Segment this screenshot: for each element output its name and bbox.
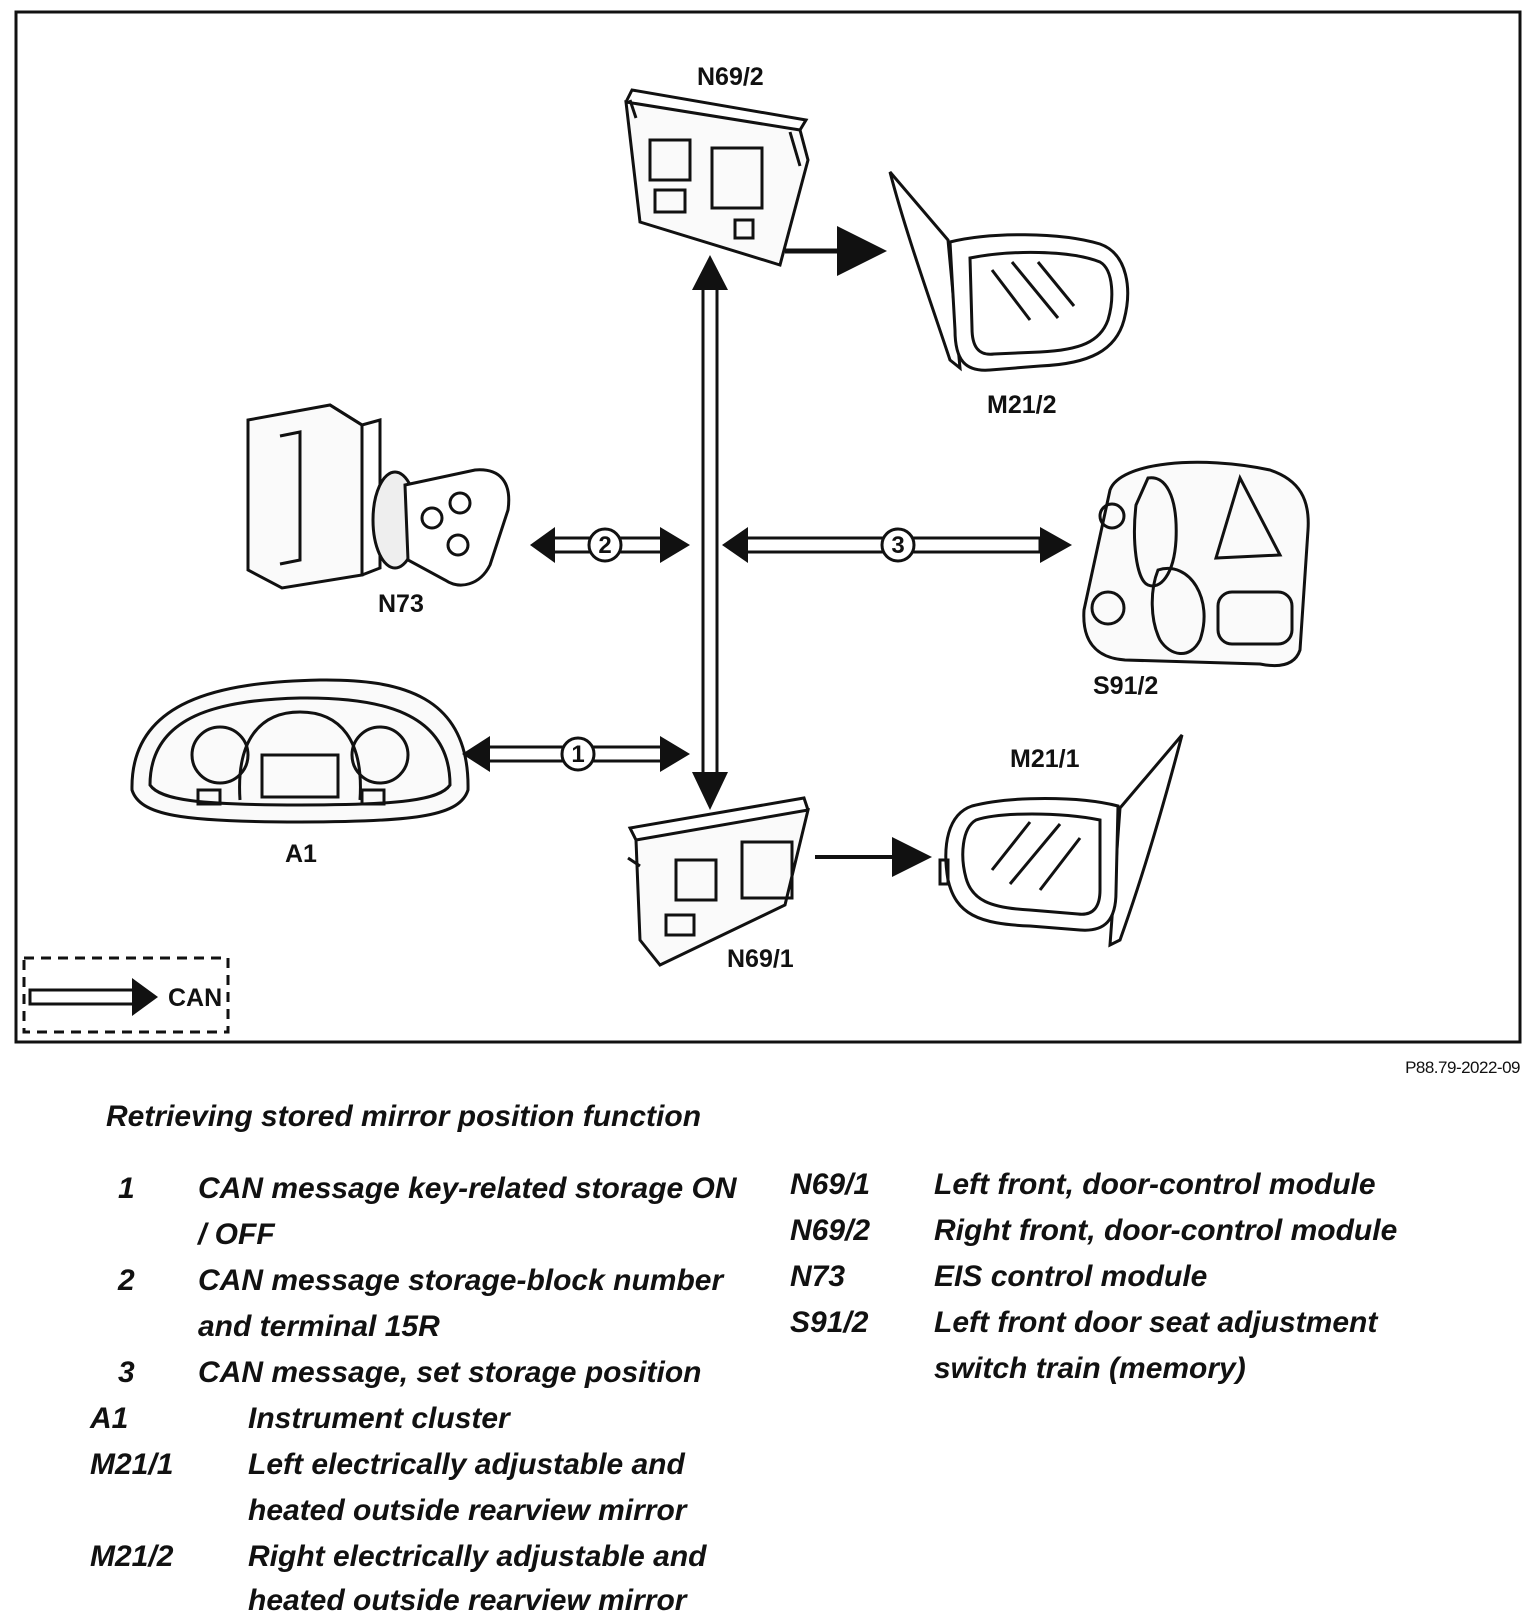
legend-text: CAN message key-related storage ON: [198, 1172, 737, 1205]
legend-text: switch train (memory): [934, 1352, 1246, 1385]
legend-text: Left electrically adjustable and: [248, 1448, 685, 1481]
legend-key: 1: [118, 1172, 135, 1205]
n69-2-label: N69/2: [697, 63, 764, 91]
legend-text: and terminal 15R: [198, 1310, 440, 1343]
n69-1-module-icon: [627, 796, 810, 967]
connection-1-number: 1: [571, 741, 584, 768]
n73-ignition-icon: [246, 403, 511, 590]
legend-text: heated outside rearview mirror: [248, 1494, 687, 1527]
m21-1-label: M21/1: [1010, 745, 1080, 773]
can-bus-vertical-arrow: [692, 255, 728, 810]
legend-key: 3: [118, 1356, 135, 1389]
legend-text: Right electrically adjustable and: [248, 1540, 707, 1573]
can-legend-box: CAN: [22, 956, 230, 1034]
legend-text: CAN message, set storage position: [198, 1356, 702, 1389]
can-arrow-icon: [132, 978, 158, 1016]
legend-key: S91/2: [790, 1306, 869, 1339]
n69-1-label: N69/1: [727, 945, 794, 973]
a1-label: A1: [285, 840, 317, 868]
legend-text: heated outside rearview mirror: [248, 1584, 687, 1617]
m21-1-mirror-icon: [938, 734, 1184, 948]
can-arrow-1: 1: [462, 736, 690, 772]
legend-text: EIS control module: [934, 1260, 1208, 1293]
n69-2-module-icon: [624, 88, 810, 267]
legend-text: / OFF: [198, 1218, 275, 1251]
figure-caption: Retrieving stored mirror position functi…: [106, 1100, 702, 1133]
n73-label: N73: [378, 590, 424, 618]
connection-3-number: 3: [891, 532, 904, 559]
legend-key: M21/1: [90, 1448, 174, 1481]
legend-text: CAN message storage-block number: [198, 1264, 724, 1297]
legend-key: N69/2: [790, 1214, 871, 1247]
can-legend-label: CAN: [168, 984, 222, 1012]
can-arrow-3: 3: [722, 527, 1072, 563]
legend-key: M21/2: [90, 1540, 174, 1573]
legend-text: Instrument cluster: [248, 1402, 510, 1435]
legend-key: 2: [118, 1264, 135, 1297]
s91-2-switch-icon: [1082, 460, 1310, 668]
m21-2-label: M21/2: [987, 391, 1056, 419]
connection-2-number: 2: [598, 532, 611, 559]
legend-text: Right front, door-control module: [934, 1214, 1398, 1247]
legend-key: N73: [790, 1260, 846, 1293]
can-arrow-2: 2: [530, 527, 690, 563]
diagram-frame: [14, 10, 1522, 1044]
system-diagram: N69/2 M21/2 N73 2: [14, 10, 1522, 1044]
legend-text: Left front, door-control module: [934, 1168, 1376, 1201]
legend-key: N69/1: [790, 1168, 871, 1201]
s91-2-label: S91/2: [1093, 672, 1158, 700]
figure-reference: P88.79-2022-09: [1405, 1058, 1520, 1077]
m21-2-mirror-icon: [888, 171, 1130, 372]
legend-text: Left front door seat adjustment: [934, 1306, 1378, 1339]
a1-cluster-icon: [130, 678, 470, 824]
legend-key: A1: [90, 1402, 129, 1435]
